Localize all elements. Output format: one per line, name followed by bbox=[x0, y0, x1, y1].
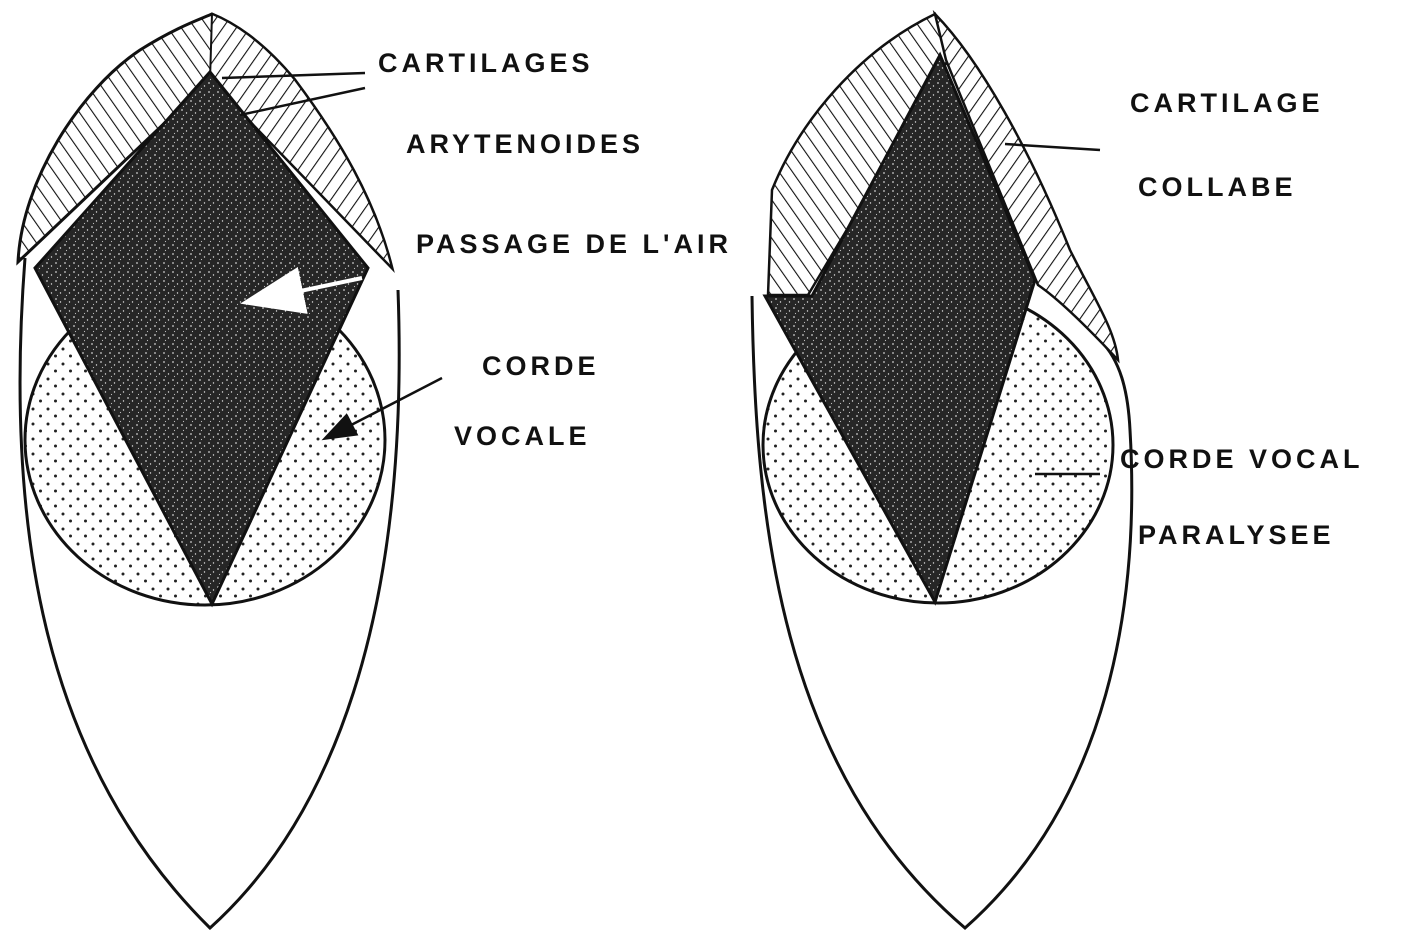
label-arytenoides: ARYTENOIDES bbox=[406, 129, 644, 159]
label-passage-air: PASSAGE DE L'AIR bbox=[416, 229, 732, 259]
label-corde-vocal: CORDE VOCAL bbox=[1120, 444, 1364, 474]
label-corde: CORDE bbox=[482, 351, 600, 381]
label-cartilages: CARTILAGES bbox=[378, 48, 594, 78]
label-cartilage: CARTILAGE bbox=[1130, 88, 1324, 118]
paralyzed-larynx bbox=[752, 14, 1132, 928]
label-vocale: VOCALE bbox=[454, 421, 591, 451]
label-paralysee: PARALYSEE bbox=[1138, 520, 1335, 550]
normal-larynx bbox=[18, 14, 399, 928]
label-collabe: COLLABE bbox=[1138, 172, 1297, 202]
